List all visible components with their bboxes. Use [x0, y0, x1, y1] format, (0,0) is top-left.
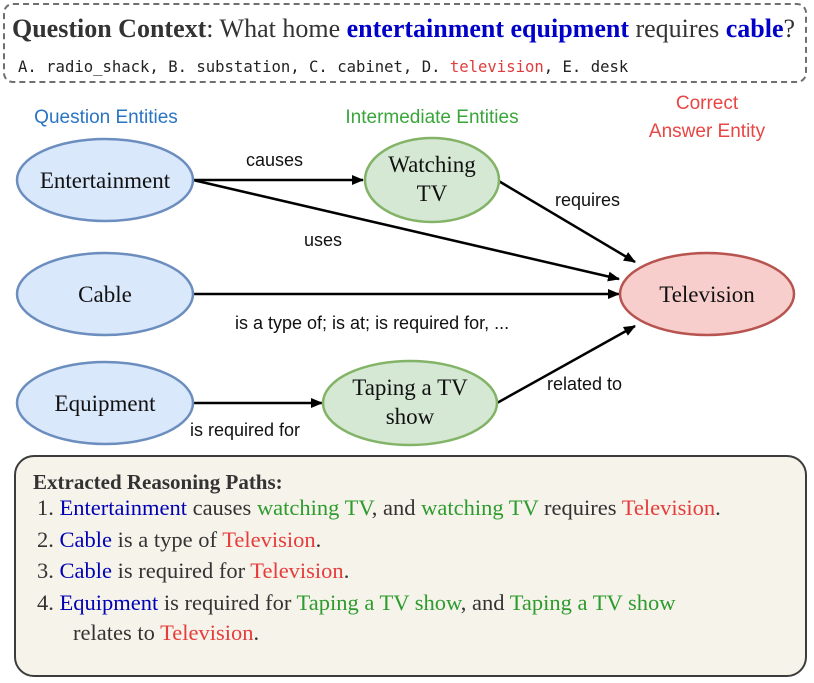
header-correct-answer-line1: Correct [676, 93, 739, 114]
reasoning-path-4: 4. Equipment is required for Taping a TV… [37, 588, 675, 648]
question-context-box: Question Context: What home entertainmen… [3, 3, 807, 83]
reasoning-paths-title: Extracted Reasoning Paths: [33, 470, 283, 494]
node-cable [15, 251, 195, 337]
reasoning-path-3: 3. Cable is required for Television. [37, 556, 349, 586]
reasoning-path-2: 2. Cable is a type of Television. [37, 525, 321, 555]
path-2-answer-entity: Television [222, 527, 316, 552]
answer-options: A. radio_shack, B. substation, C. cabine… [18, 58, 628, 76]
path-3-answer-entity: Television [250, 558, 344, 583]
edge-entertainment-television [192, 178, 620, 282]
node-entertainment-label: Entertainment [40, 168, 171, 193]
path-2-text-2: . [315, 527, 322, 552]
path-1-number: 1. [37, 495, 60, 520]
question-colon: : [206, 14, 220, 43]
node-cable-label: Cable [78, 282, 132, 307]
edge-taping-television [496, 324, 636, 405]
node-watching-tv-label-line2: TV [417, 181, 448, 206]
question-text-before: What home [219, 14, 347, 43]
node-television [618, 251, 796, 337]
path-1-text-1: causes [186, 495, 257, 520]
options-after: , E. desk [543, 58, 629, 76]
reasoning-paths-box: Extracted Reasoning Paths: 1. Entertainm… [14, 455, 807, 677]
edge-label-cable-relations: is a type of; is at; is required for, ..… [235, 313, 509, 333]
header-intermediate-entities: Intermediate Entities [345, 107, 518, 128]
path-1-answer-entity: Television [621, 495, 716, 520]
question-text-after: ? [783, 14, 796, 43]
reasoning-graph: Question Entities Intermediate Entities … [15, 93, 796, 447]
path-3-text-2: . [343, 558, 350, 583]
path-4-text-4: . [253, 620, 260, 645]
node-taping-tv-show [321, 359, 499, 447]
path-1-text-4: . [715, 495, 721, 520]
option-correct-answer: television [449, 58, 544, 76]
edge-label-related-to: related to [547, 374, 622, 394]
node-entertainment [15, 137, 195, 223]
path-4-text-1: is required for [158, 590, 297, 615]
node-equipment [15, 360, 195, 446]
question-keyword-cable: cable [725, 14, 784, 43]
options-before: A. radio_shack, B. substation, C. cabine… [18, 58, 450, 76]
path-1-text-2: , and [371, 495, 422, 520]
reasoning-path-1: 1. Entertainment causes watching TV, and… [37, 493, 721, 523]
path-4-continuation: relates to Television. [37, 618, 675, 648]
header-question-entities: Question Entities [34, 107, 178, 128]
edge-label-is-required-for: is required for [190, 420, 300, 440]
path-4-text-3: relates to [73, 620, 161, 645]
node-taping-tv-show-label-line2: show [386, 404, 435, 429]
path-4-question-entity: Equipment [59, 590, 159, 615]
path-3-question-entity: Cable [59, 558, 112, 583]
node-taping-tv-show-label-line1: Taping a TV [352, 375, 468, 400]
path-3-number: 3. [37, 558, 60, 583]
path-1-intermediate-2: watching TV [421, 495, 539, 520]
path-4-number: 4. [37, 590, 60, 615]
question-line: Question Context: What home entertainmen… [12, 14, 795, 44]
edge-label-causes: causes [246, 150, 303, 170]
path-4-answer-entity: Television [160, 620, 254, 645]
path-1-text-3: requires [538, 495, 622, 520]
path-1-question-entity: Entertainment [59, 495, 187, 520]
question-keyword-entertainment-equipment: entertainment equipment [346, 14, 629, 43]
question-text-middle: requires [628, 14, 726, 43]
edge-watching-television [496, 178, 636, 264]
path-1-intermediate-1: watching TV [256, 495, 372, 520]
node-watching-tv-label-line1: Watching [388, 152, 476, 177]
node-equipment-label: Equipment [55, 391, 157, 416]
header-correct-answer-line2: Answer Entity [649, 121, 766, 142]
path-4-text-2: , and [460, 590, 510, 615]
question-label: Question Context [12, 14, 207, 43]
edge-label-requires: requires [555, 190, 620, 210]
path-3-text-1: is required for [111, 558, 251, 583]
node-watching-tv [363, 136, 501, 224]
path-2-number: 2. [37, 527, 60, 552]
path-4-intermediate-1: Taping a TV show [296, 590, 461, 615]
path-2-question-entity: Cable [59, 527, 112, 552]
edge-label-uses: uses [304, 230, 342, 250]
path-2-text-1: is a type of [111, 527, 223, 552]
path-4-intermediate-2: Taping a TV show [509, 590, 676, 615]
node-television-label: Television [659, 282, 755, 307]
